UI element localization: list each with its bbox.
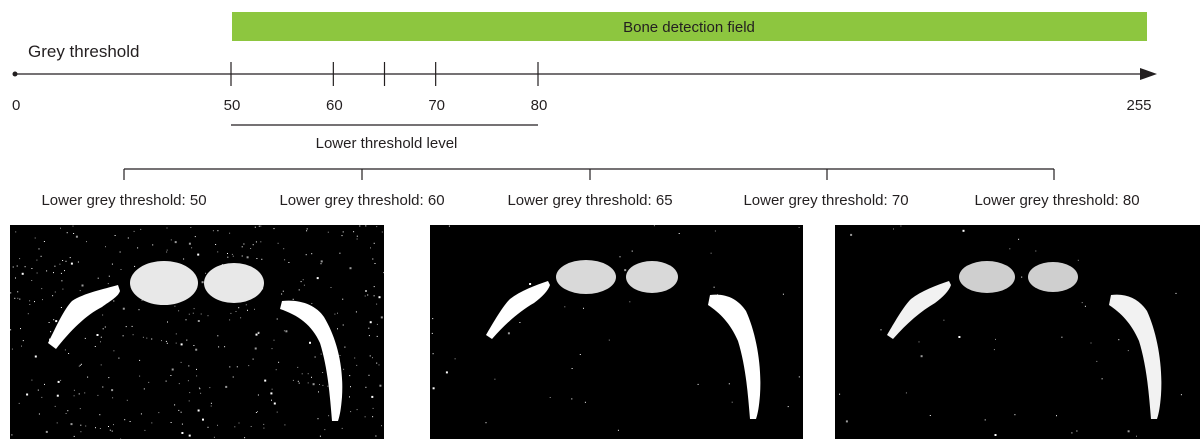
threshold-diagram: Bone detection field Grey threshold 0 50 6… — [0, 0, 1200, 225]
axis-tick-label: 80 — [531, 97, 548, 114]
axis-tick-label: 60 — [326, 97, 343, 114]
central-bone-left — [959, 261, 1015, 293]
axis-origin-dot — [13, 72, 18, 77]
lower-threshold-level-label: Lower threshold level — [316, 135, 458, 152]
ct-panel-threshold-65 — [430, 225, 803, 439]
left-bone — [887, 281, 951, 339]
right-bone — [708, 295, 760, 419]
threshold-label: Lower grey threshold: 70 — [743, 192, 908, 209]
axis-tick-label: 50 — [224, 97, 241, 114]
central-bone-right — [204, 263, 264, 303]
threshold-label: Lower grey threshold: 80 — [974, 192, 1139, 209]
central-bone-right — [1028, 262, 1078, 292]
axis-ticks: 0 50 60 70 80 255 — [12, 62, 1152, 114]
axis-tick-label: 70 — [428, 97, 445, 114]
central-bone-right — [626, 261, 678, 293]
axis-tick-label: 0 — [12, 97, 20, 114]
left-bone — [486, 281, 550, 339]
ct-panel-threshold-80 — [835, 225, 1200, 439]
axis-title: Grey threshold — [28, 42, 140, 61]
ct-panel-threshold-50 — [10, 225, 384, 439]
central-bone-left — [130, 261, 198, 305]
left-bone — [48, 285, 120, 349]
threshold-labels: Lower grey threshold: 50 Lower grey thres… — [41, 192, 1139, 209]
ct-image-65 — [430, 225, 803, 439]
threshold-ticks — [124, 169, 1054, 180]
ct-image-50 — [10, 225, 384, 439]
threshold-label: Lower grey threshold: 60 — [279, 192, 444, 209]
ct-image-80 — [835, 225, 1200, 439]
threshold-label: Lower grey threshold: 65 — [507, 192, 672, 209]
right-bone — [1109, 295, 1161, 419]
central-bone-left — [556, 260, 616, 294]
axis-arrow-icon — [1140, 68, 1157, 80]
axis-tick-label: 255 — [1126, 97, 1151, 114]
bone-detection-field-label: Bone detection field — [623, 19, 755, 36]
threshold-label: Lower grey threshold: 50 — [41, 192, 206, 209]
right-bone — [280, 301, 342, 421]
